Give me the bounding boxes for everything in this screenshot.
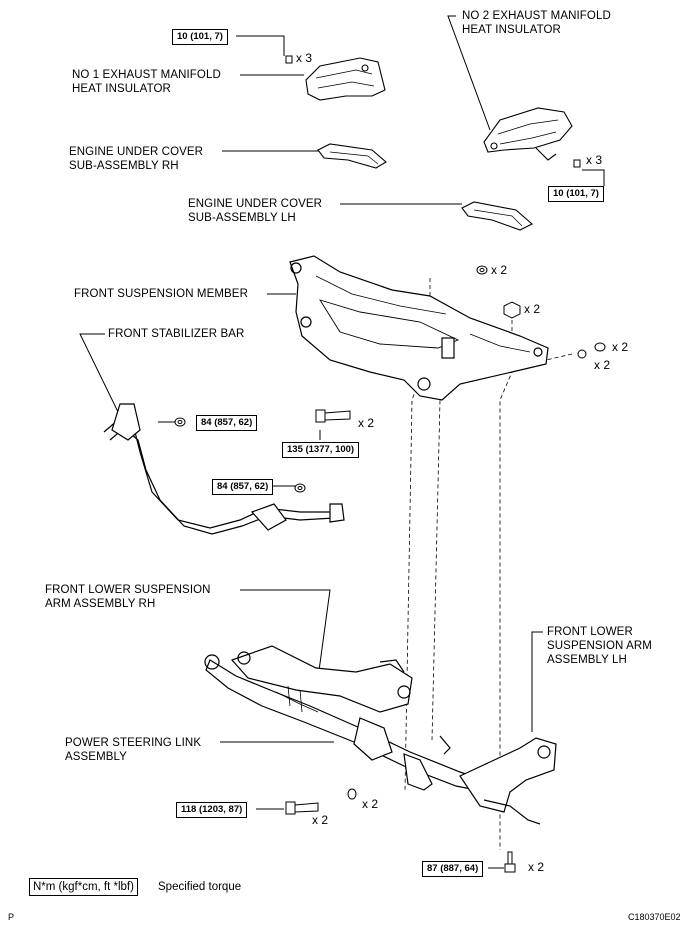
label-stabilizer-bar: FRONT STABILIZER BAR [108, 328, 245, 340]
stabilizer-bar [103, 403, 345, 535]
leader-lower-arm-rh [240, 589, 331, 679]
arm-bolt [504, 851, 516, 873]
qty-top-left: x 3 [296, 51, 313, 65]
qty-nut1: x 2 [491, 263, 508, 277]
qty-top-right: x 3 [586, 153, 603, 167]
leader-torque-top-right [582, 169, 605, 186]
leader-stabilizer-bar [79, 333, 121, 417]
figure-code: C180370E02 [628, 912, 681, 922]
bolt-top-right [573, 159, 581, 168]
torque-top-left: 10 (101, 7) [172, 29, 228, 45]
dashed-line-washer [545, 353, 573, 361]
qty-steer-washer: x 2 [362, 797, 379, 811]
label-no1-insulator: NO 1 EXHAUST MANIFOLD HEAT INSULATOR [72, 69, 221, 95]
bolt-top-left [285, 55, 293, 64]
qty-washer: x 2 [612, 340, 629, 354]
under-cover-lh [461, 201, 533, 231]
qty-nut2: x 2 [524, 302, 541, 316]
member-bolt [315, 409, 351, 423]
stabilizer-nuts [174, 417, 306, 493]
label-steering-link: POWER STEERING LINK ASSEMBLY [65, 737, 202, 763]
qty-member-bolt: x 2 [358, 416, 375, 430]
legend-units: N*m (kgf*cm, ft *lbf) [29, 878, 138, 896]
power-steering-link [204, 654, 491, 793]
legend-meaning: Specified torque [158, 881, 242, 893]
member-nuts [476, 265, 606, 359]
torque-stab-lower: 84 (857, 62) [212, 479, 274, 495]
no1-heat-insulator [305, 57, 386, 101]
leader-torque-top-left [236, 35, 285, 56]
torque-member-bolt: 135 (1377, 100) [282, 442, 360, 458]
torque-steering-bolt: 118 (1203, 87) [176, 802, 248, 818]
leader-no2-insulator [447, 15, 491, 131]
label-under-cover-lh: ENGINE UNDER COVER SUB-ASSEMBLY LH [188, 198, 323, 224]
suspension-member [289, 255, 549, 401]
qty-washer2: x 2 [594, 358, 611, 372]
under-cover-rh [317, 143, 387, 169]
lower-arm-lh [459, 737, 557, 825]
dashed-line-member-rear [431, 344, 449, 741]
torque-top-right: 10 (101, 7) [548, 186, 604, 202]
torque-stab-upper: 84 (857, 62) [196, 415, 258, 431]
qty-steer-bolt: x 2 [312, 813, 329, 827]
no2-heat-insulator [483, 107, 573, 161]
label-lower-arm-rh: FRONT LOWER SUSPENSION ARM ASSEMBLY RH [45, 584, 211, 610]
label-under-cover-rh: ENGINE UNDER COVER SUB-ASSEMBLY RH [69, 146, 204, 172]
label-suspension-member: FRONT SUSPENSION MEMBER [74, 288, 248, 300]
qty-arm-bolt: x 2 [528, 860, 545, 874]
label-lower-arm-lh: FRONT LOWER SUSPENSION ARM ASSEMBLY LH [547, 626, 652, 666]
page-mark: P [8, 912, 15, 922]
steering-bolt [285, 788, 357, 815]
torque-arm-bolt: 87 (887, 64) [422, 861, 484, 877]
label-no2-insulator: NO 2 EXHAUST MANIFOLD HEAT INSULATOR [462, 10, 611, 36]
leader-lower-arm-lh [531, 631, 543, 732]
